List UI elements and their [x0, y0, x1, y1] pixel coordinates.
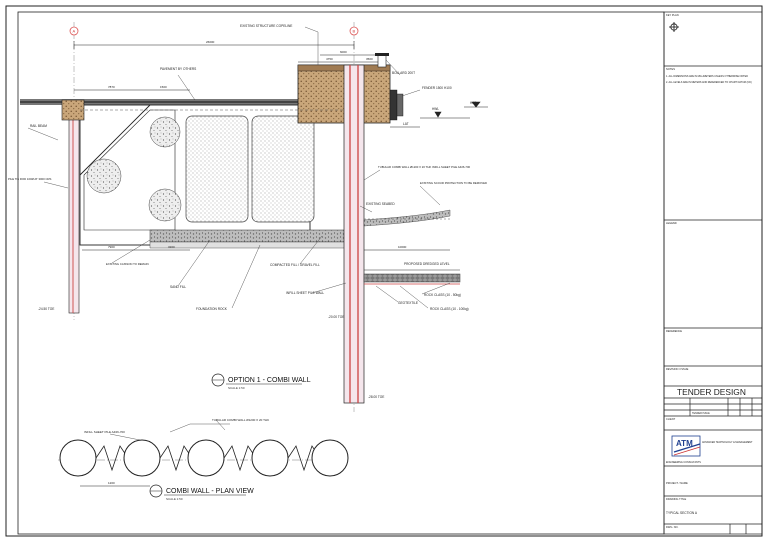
reference-header: REFERENCE	[666, 329, 682, 333]
label-pile-tie-rod: PILE TIE ROD 100Ø AT 3000 CRS	[8, 177, 52, 181]
dim-5: 4750	[326, 57, 333, 61]
label-proposed-dredged: PROPOSED DREDGED LEVEL	[404, 262, 450, 266]
dim-6: 3500	[366, 57, 373, 61]
tubular-pile-1	[59, 439, 97, 477]
section-scale-text: SCALE 1:50	[228, 386, 245, 390]
label-infill-sheet-pile-plan: INFILL SHEET PILE AZ26-700	[84, 430, 125, 434]
dimension-texts: 26000 6000 7870 1500 4750 3500 7900 3200…	[108, 40, 407, 485]
plan-title: COMBI WALL - PLAN VIEW SCALE 1:50	[149, 484, 254, 501]
boulder-1	[86, 158, 122, 194]
company-name: ADVANCED TECHNOLOGY & MANAGEMENT	[702, 441, 753, 444]
client-header: CLIENT	[666, 417, 676, 421]
plan-view: INFILL SHEET PILE AZ26-700 TUBULAR COMBI…	[58, 418, 349, 477]
label-compacted-fill: COMPACTED FILL / GRAVEL FILL	[270, 263, 320, 267]
label-rock-class-2: ROCK CLASS (10 - 100kg)	[430, 307, 469, 311]
label-tubular-combi-wall: TUBULAR COMBI WALL Ø1200 X 20 THK INFILL…	[378, 165, 471, 169]
dim-8: 3200	[168, 245, 175, 249]
dim-3: 7870	[108, 85, 115, 89]
label-existing-seabed: EXISTING SEABED	[366, 202, 395, 206]
dim-9: 10000	[398, 245, 407, 249]
title-block	[663, 11, 763, 535]
notes-header: NOTES	[666, 67, 675, 71]
company-logo-text: ATM	[676, 439, 693, 448]
label-bollard: BOLLARD 200T	[392, 71, 415, 75]
grid-label-a: A	[73, 29, 76, 34]
label-toe-1: -24.50 TOE	[38, 307, 54, 311]
dim-1: 26000	[206, 40, 215, 44]
dredged-rock	[363, 269, 461, 285]
note-2: 2. ALL LEVELS ARE IN METERS AND REFERENC…	[666, 81, 752, 84]
dim-7: 7900	[108, 245, 115, 249]
section-labels: EXISTING STRUCTURE COPELINE PAVEMENT BY …	[8, 24, 487, 399]
label-rock-class-1: ROCK CLASS (10 - 50kg)	[424, 293, 461, 297]
drawing-number-header: DWG. NO.	[666, 525, 679, 529]
label-lat: LAT	[403, 122, 409, 126]
grid-bubble-b	[349, 26, 359, 36]
tubular-pile-2	[123, 439, 161, 477]
label-geotextile: GEOTEXTILE	[398, 301, 418, 305]
section-title-text: OPTION 1 - COMBI WALL	[228, 377, 311, 384]
label-hwl: HWL	[432, 107, 439, 111]
anchor-pile	[61, 99, 85, 314]
plan-scale-text: SCALE 1:50	[166, 497, 183, 501]
tubular-pile-3	[187, 439, 225, 477]
grid-bubble-a	[69, 26, 79, 36]
key-plan-header: KEY PLAN	[666, 13, 679, 17]
grid-label-b: B	[353, 29, 356, 34]
status-row: TENDER ISSUE	[692, 412, 710, 415]
project-header: PROJECT / NAME	[666, 481, 688, 485]
label-toe-3: -28.00 TOE	[368, 395, 384, 399]
tubular-pile-5	[311, 439, 349, 477]
caisson-cells	[83, 109, 315, 231]
boulder-3	[148, 188, 182, 222]
note-1: 1. ALL DIMENSIONS ARE IN MILLIMETERS UNL…	[666, 75, 748, 78]
dim-10: 1200	[108, 481, 115, 485]
consultant-label: ENGINEERING CONSULTANTS	[666, 461, 701, 464]
status-title: TENDER DESIGN	[677, 387, 746, 397]
label-foundation-rock: FOUNDATION ROCK	[196, 307, 228, 311]
label-toe-2: -20.00 TOE	[328, 315, 344, 319]
plan-title-text: COMBI WALL - PLAN VIEW	[166, 488, 254, 495]
label-sand-fill: SAND FILL	[170, 285, 186, 289]
revision-header: REVISION / ISSUE	[666, 367, 689, 371]
water-levels	[390, 101, 488, 128]
label-hat: HAT	[470, 101, 476, 105]
north-arrow-icon	[669, 22, 679, 32]
section-title: OPTION 1 - COMBI WALL SCALE 1:50	[211, 373, 311, 390]
leader-lines	[27, 26, 451, 431]
dim-4: 1500	[160, 85, 167, 89]
label-rail-beam: RAIL BEAM	[30, 124, 47, 128]
drawing-title: TYPICAL SECTION A	[666, 511, 698, 515]
label-existing-scour: EXISTING SCOUR PROTECTION TO BE REMOVED	[420, 181, 487, 185]
title-block-text: KEY PLAN NOTES 1. ALL DIMENSIONS ARE IN …	[666, 13, 753, 529]
gravel-bed	[149, 229, 351, 249]
dimension-lines	[73, 41, 450, 487]
label-existing-caisson: EXISTING CAISSON TO REMAIN	[106, 262, 149, 266]
label-pavement: PAVEMENT BY OTHERS	[160, 67, 196, 71]
label-fender: FENDER 1500 H100	[422, 86, 452, 90]
label-tubular-combi-wall-plan: TUBULAR COMBI WALL Ø1200 X 20 THK	[212, 418, 269, 422]
drawing-title-header: DRAWING TITLE	[666, 497, 686, 501]
pavement	[20, 99, 300, 105]
label-infill-sheet-pile: INFILL SHEET PILE WALL	[286, 291, 324, 295]
legend-header: LEGEND	[666, 221, 677, 225]
sheet-pile-infill	[95, 445, 321, 472]
dim-2: 6000	[340, 50, 347, 54]
bollard	[375, 53, 389, 68]
existing-seabed	[363, 209, 452, 227]
label-existing-structure-copeline: EXISTING STRUCTURE COPELINE	[240, 24, 292, 28]
tubular-pile-4	[251, 439, 289, 477]
boulder-2	[149, 116, 181, 148]
fender	[389, 89, 404, 121]
atm-logo: ATM	[671, 435, 701, 457]
combi-wall-pile	[343, 64, 365, 404]
